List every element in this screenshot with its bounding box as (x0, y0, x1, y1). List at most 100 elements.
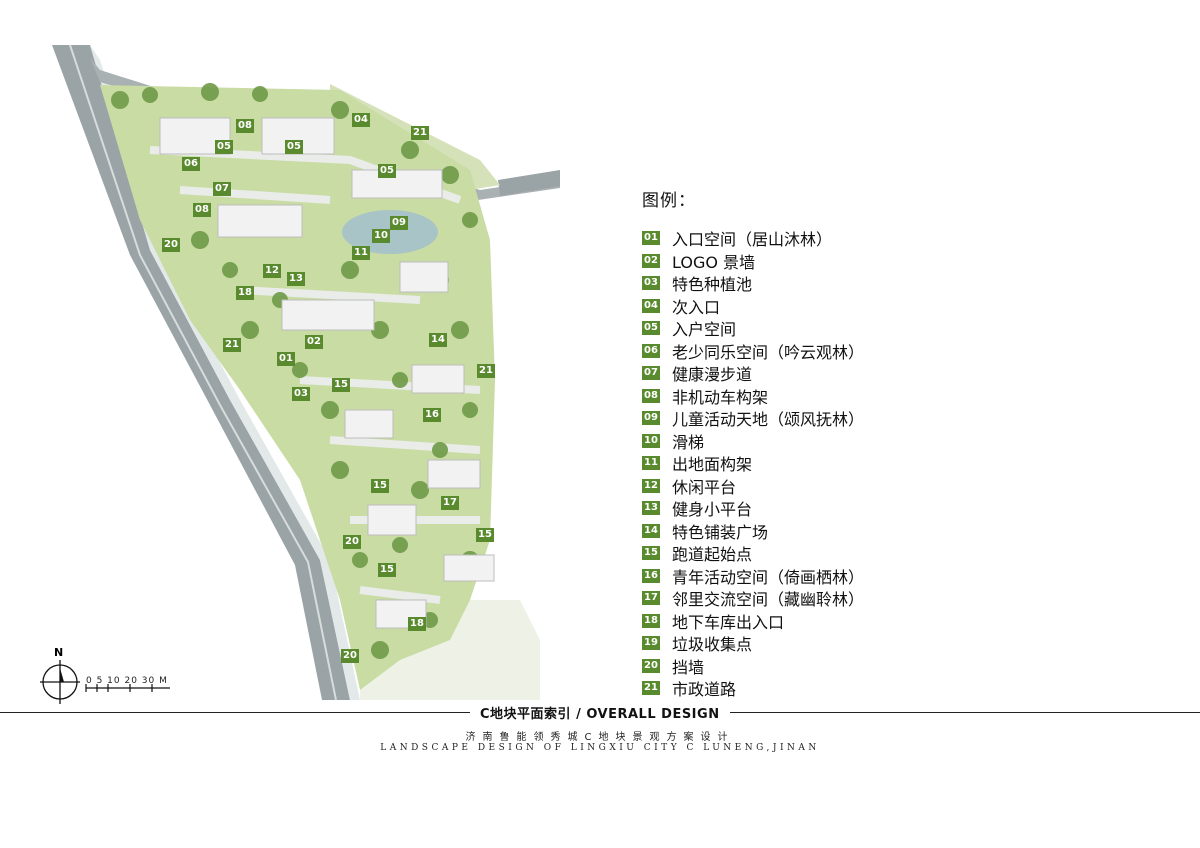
map-label-01: 01 (277, 352, 295, 366)
legend-item: 01 入口空间（居山沐林） (642, 227, 942, 250)
map-label-12: 12 (263, 264, 281, 278)
footer-title: C地块平面索引 / OVERALL DESIGN (470, 703, 730, 722)
legend-badge: 16 (642, 568, 660, 583)
legend-item: 08 非机动车构架 (642, 385, 942, 408)
legend-badge: 08 (642, 388, 660, 403)
legend-badge: 06 (642, 343, 660, 358)
scale-label: 0 5 10 20 30 M (86, 676, 168, 686)
legend-item: 05 入户空间 (642, 317, 942, 340)
footer-subtitle-en: LANDSCAPE DESIGN OF LINGXIU CITY C LUNEN… (380, 743, 820, 753)
legend-badge: 09 (642, 411, 660, 426)
legend-label: 次入口 (672, 297, 721, 317)
map-label-04: 04 (352, 113, 370, 127)
legend-item: 13 健身小平台 (642, 497, 942, 520)
map-label-13: 13 (287, 272, 305, 286)
map-label-15: 15 (476, 528, 494, 542)
map-label-09: 09 (390, 216, 408, 230)
legend-label: 入户空间 (672, 320, 737, 340)
legend-label: 青年活动空间（倚画栖林） (672, 567, 865, 587)
map-label-21: 21 (223, 338, 241, 352)
map-label-03: 03 (292, 387, 310, 401)
legend-item: 09 儿童活动天地（颂风抚林） (642, 407, 942, 430)
legend-badge: 18 (642, 613, 660, 628)
legend-item: 07 健康漫步道 (642, 362, 942, 385)
legend-badge: 19 (642, 636, 660, 651)
legend-badge: 05 (642, 321, 660, 336)
map-label-15: 15 (332, 378, 350, 392)
legend-badge: 13 (642, 501, 660, 516)
map-label-18: 18 (236, 286, 254, 300)
legend-item: 17 邻里交流空间（藏幽聆林） (642, 587, 942, 610)
legend-item: 12 休闲平台 (642, 475, 942, 498)
legend-badge: 07 (642, 366, 660, 381)
legend-label: 休闲平台 (672, 477, 737, 497)
map-label-16: 16 (423, 408, 441, 422)
legend-label: 邻里交流空间（藏幽聆林） (672, 590, 865, 610)
legend-badge: 15 (642, 546, 660, 561)
legend-label: 市政道路 (672, 680, 737, 700)
legend-item: 10 滑梯 (642, 430, 942, 453)
map-label-02: 02 (305, 335, 323, 349)
legend-badge: 02 (642, 253, 660, 268)
map-label-08: 08 (193, 203, 211, 217)
buildings (159, 117, 495, 629)
legend-badge: 12 (642, 478, 660, 493)
north-label: N (54, 646, 64, 659)
map-label-15: 15 (378, 563, 396, 577)
north-arrow-head (60, 668, 64, 682)
legend-label: 地下车库出入口 (672, 612, 785, 632)
legend-badge: 11 (642, 456, 660, 471)
map-label-15: 15 (371, 479, 389, 493)
legend-label: 儿童活动天地（颂风抚林） (672, 410, 865, 430)
map-label-05: 05 (285, 140, 303, 154)
map-label-08: 08 (236, 119, 254, 133)
children-playground (342, 210, 438, 254)
legend-item: 18 地下车库出入口 (642, 610, 942, 633)
legend-item: 20 挡墙 (642, 655, 942, 678)
map-label-20: 20 (343, 535, 361, 549)
legend-label: 滑梯 (672, 432, 705, 452)
legend-item: 16 青年活动空间（倚画栖林） (642, 565, 942, 588)
legend-badge: 20 (642, 658, 660, 673)
map-label-07: 07 (213, 182, 231, 196)
map-label-21: 21 (477, 364, 495, 378)
map-label-21: 21 (411, 126, 429, 140)
legend-badge: 10 (642, 433, 660, 448)
legend-label: 垃圾收集点 (672, 635, 753, 655)
legend-title: 图例： (642, 191, 696, 211)
map-label-18: 18 (408, 617, 426, 631)
municipal-road-west (52, 45, 350, 700)
map-label-20: 20 (162, 238, 180, 252)
map-label-05: 05 (378, 164, 396, 178)
map-label-17: 17 (441, 496, 459, 510)
legend-badge: 04 (642, 298, 660, 313)
legend-item: 02 LOGO 景墙 (642, 250, 942, 273)
map-label-14: 14 (429, 333, 447, 347)
legend-label: 入口空间（居山沐林） (672, 230, 833, 250)
legend-label: 特色种植池 (672, 275, 753, 295)
legend-label: 非机动车构架 (672, 387, 769, 407)
scale-bar (85, 684, 170, 692)
road-centerline (69, 44, 337, 701)
legend-label: 跑道起始点 (672, 545, 753, 565)
municipal-road-east-spur (498, 170, 560, 196)
legend-label: 挡墙 (672, 657, 705, 677)
legend-item: 11 出地面构架 (642, 452, 942, 475)
legend-item: 04 次入口 (642, 295, 942, 318)
legend-badge: 17 (642, 591, 660, 606)
footer-subtitle: 济南鲁能领秀城C地块景观方案设计 (465, 732, 735, 743)
map-label-10: 10 (372, 229, 390, 243)
legend-label: 出地面构架 (672, 455, 753, 475)
map-label-05: 05 (215, 140, 233, 154)
legend-badge: 01 (642, 231, 660, 246)
legend-label: 健身小平台 (672, 500, 753, 520)
legend-label: LOGO 景墙 (672, 252, 756, 272)
legend-label: 健康漫步道 (672, 365, 753, 385)
map-label-11: 11 (352, 246, 370, 260)
